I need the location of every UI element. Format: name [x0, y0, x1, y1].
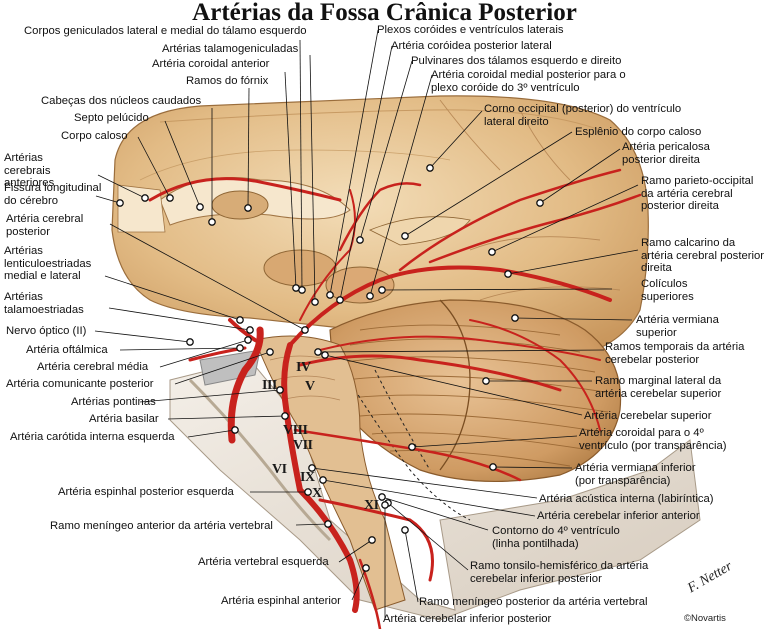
label-ramo-calcarino: Ramo calcarino da artéria cerebral poste… — [641, 237, 765, 274]
label-arteria-cerebral-media: Artéria cerebral média — [37, 361, 149, 373]
label-arteria-vertebral-esquerda: Artéria vertebral esquerda — [198, 556, 329, 568]
label-ramo-meningeo-posterior: Ramo meníngeo posterior da artéria verte… — [419, 596, 648, 608]
label-arteria-espinhal-anterior: Artéria espinhal anterior — [221, 595, 341, 607]
label-arteria-oftalmica: Artéria oftálmica — [26, 344, 108, 356]
calcarine-branch — [428, 193, 642, 264]
nerve-label-vi: VI — [272, 462, 287, 477]
label-arteria-cerebral-posterior: Artéria cerebral posterior — [6, 213, 84, 238]
label-esplenio-corpo-caloso: Esplênio do corpo caloso — [575, 126, 702, 138]
leader-dots — [116, 164, 544, 572]
label-arteria-acustica-interna: Artéria acústica interna (labiríntica) — [539, 493, 714, 505]
posterior-cerebral-artery — [288, 265, 612, 347]
label-corno-occipital: Corno occipital (posterior) do ventrícul… — [484, 103, 682, 128]
label-arteria-carotida-interna: Artéria carótida interna esquerda — [10, 431, 175, 443]
superior-cerebellar-artery — [298, 354, 562, 392]
label-arteria-coroidal-4-ventriculo: Artéria coroidal para o 4º ventrículo (p… — [579, 427, 727, 452]
label-ramos-temporais: Ramos temporais da artéria cerebelar pos… — [605, 341, 745, 366]
label-arterias-pontinas: Artérias pontinas — [71, 396, 156, 408]
label-arteria-cerebelar-inferior-anterior: Artéria cerebelar inferior anterior — [537, 510, 700, 522]
label-coliculos-superiores: Colículos superiores — [641, 278, 694, 303]
pica — [318, 498, 434, 582]
label-corpo-caloso: Corpo caloso — [61, 130, 128, 142]
copyright-notice: ©Novartis — [684, 613, 726, 624]
anterior-cerebral-artery — [148, 177, 342, 202]
label-arteria-basilar: Artéria basilar — [89, 413, 159, 425]
label-fissura-longitudinal: Fissura longitudinal do cérebro — [4, 182, 102, 207]
nerve-label-ix: IX — [300, 470, 315, 485]
label-arteria-coroidea-posterior-lateral: Artéria coróidea posterior lateral — [391, 40, 552, 52]
internal-carotid-artery — [227, 326, 264, 444]
label-pulvinares: Pulvinares dos tálamos esquerdo e direit… — [411, 55, 622, 67]
label-contorno-4-ventriculo: Contorno do 4º ventrículo (linha pontilh… — [492, 525, 620, 550]
label-ramo-meningeo-anterior: Ramo meníngeo anterior da artéria verteb… — [50, 520, 273, 532]
brainstem — [254, 335, 406, 611]
label-arterias-cerebrais-anteriores: Artérias cerebrais anteriores — [4, 152, 55, 189]
nerve-label-xi: XI — [364, 498, 379, 513]
label-arteria-cerebelar-superior: Artéria cerebelar superior — [584, 410, 712, 422]
label-arteria-vermiana-superior: Artéria vermiana superior — [636, 314, 719, 339]
middle-cerebral-artery — [228, 318, 257, 342]
vertebral-artery — [297, 487, 360, 613]
diagram-title: Artérias da Fossa Crânica Posterior — [192, 0, 577, 26]
label-arteria-comunicante-posterior: Artéria comunicante posterior — [6, 378, 154, 390]
label-cabecas-nucleos-caudados: Cabeças dos núcleos caudados — [41, 95, 202, 107]
nerve-label-vii: VII — [293, 438, 313, 453]
label-arteria-cerebelar-inferior-posterior: Artéria cerebelar inferior posterior — [383, 613, 552, 625]
vermian-artery — [469, 319, 601, 431]
label-arterias-lenticuloestriadas: Artérias lenticuloestriadas medial e lat… — [4, 245, 92, 282]
label-arteria-coroidal-anterior: Artéria coroidal anterior — [152, 58, 270, 70]
label-ramo-parieto-occipital: Ramo parieto-occipital da artéria cerebr… — [641, 175, 754, 212]
nerve-label-iii: III — [262, 378, 277, 393]
basilar-artery — [281, 342, 303, 493]
cerebellum — [329, 299, 622, 521]
label-ramo-marginal-lateral: Ramo marginal lateral da artéria cerebel… — [595, 375, 722, 400]
label-ramo-tonsilo-hemisferico: Ramo tonsilo-hemisférico da artéria cere… — [470, 560, 649, 585]
label-septo-pelucido: Septo pelúcido — [74, 112, 149, 124]
label-arteria-coroidal-medial-posterior: Artéria coroidal medial posterior para o… — [431, 69, 626, 94]
nerve-label-v: V — [305, 379, 315, 394]
label-arterias-talamogeniculadas: Artérias talamogeniculadas — [162, 43, 299, 55]
label-arteria-espinhal-posterior: Artéria espinhal posterior esquerda — [58, 486, 234, 498]
leader-lines — [94, 29, 639, 619]
label-corpos-geniculados: Corpos geniculados lateral e medial do t… — [24, 25, 307, 37]
parieto-occipital-branch — [398, 168, 622, 272]
label-arteria-vermiana-inferior: Artéria vermiana inferior (por transparê… — [575, 462, 696, 487]
label-arterias-talamoestriadas: Artérias talamoestriadas — [4, 291, 84, 316]
label-arteria-pericalosa: Artéria pericalosa posterior direita — [622, 141, 710, 166]
label-ramos-fornix: Ramos do fórnix — [186, 75, 269, 87]
label-nervo-optico: Nervo óptico (II) — [6, 325, 87, 337]
temporal-branches — [319, 335, 601, 361]
nerve-label-iv: IV — [296, 360, 311, 375]
cerebrum — [111, 95, 649, 361]
nerve-label-x: X — [312, 486, 322, 501]
label-plexos-coroides: Plexos coróides e ventrículos laterais — [377, 24, 564, 36]
pericallosal-artery — [338, 182, 422, 252]
nerve-label-viii: VIII — [283, 423, 308, 438]
